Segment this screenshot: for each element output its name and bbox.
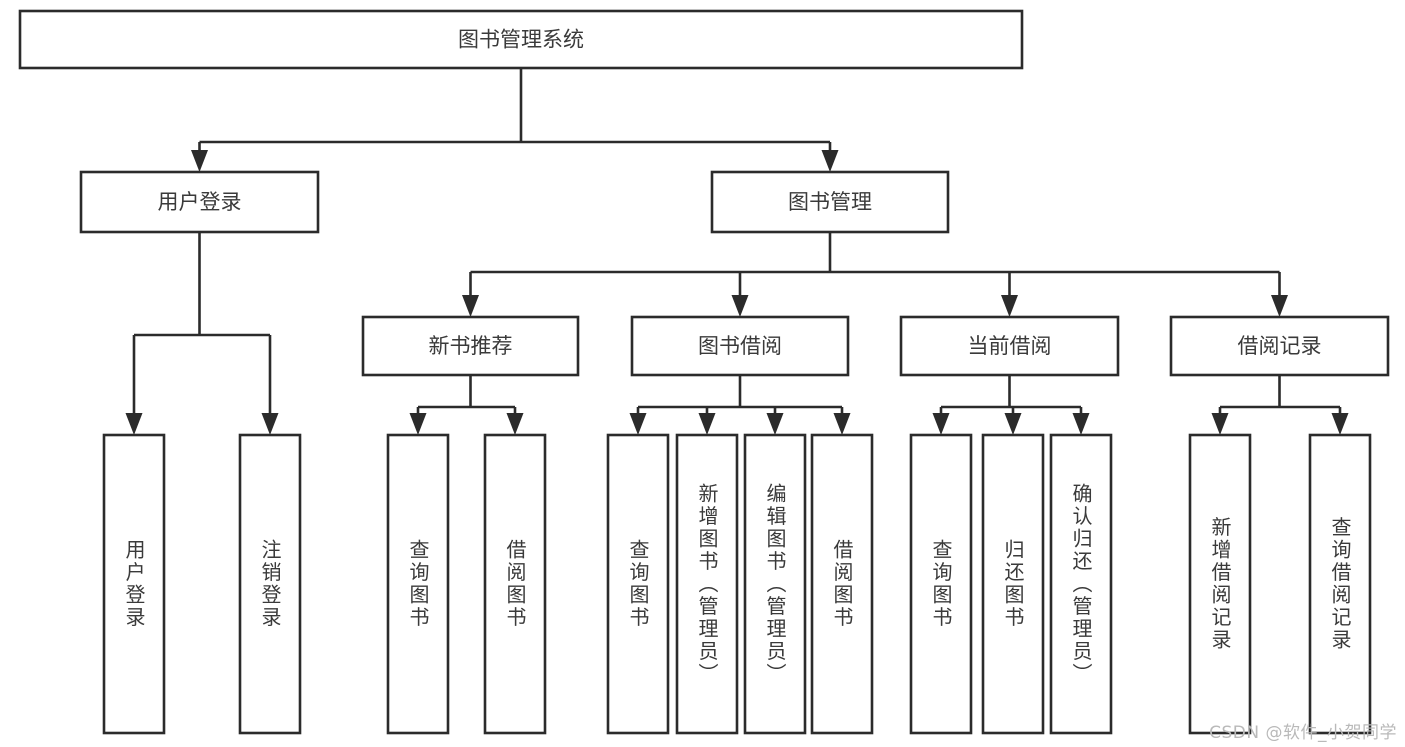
node-label-leaf-logout-login: 注销登录	[258, 539, 282, 629]
borrow-record-to-leaf-query-borrow-record-arrowhead-icon	[1331, 413, 1349, 435]
node-box-leaf-query-book-3[interactable]	[909, 433, 973, 735]
node-label-leaf-user-login: 用户登录	[122, 539, 146, 629]
node-label-book-borrow: 图书借阅	[698, 334, 782, 358]
node-label-leaf-edit-book-admin: 编辑图书（管理员）	[763, 482, 787, 685]
user-login-to-leaf-logout-login-arrowhead-icon	[261, 413, 279, 435]
node-leaf-query-book-1[interactable]: 查询图书	[386, 433, 450, 735]
node-box-book-manage[interactable]	[710, 170, 950, 234]
node-label-leaf-query-book-2: 查询图书	[626, 539, 650, 629]
node-label-leaf-borrow-book-2: 借阅图书	[830, 539, 854, 629]
node-label-user-login: 用户登录	[158, 190, 242, 214]
node-box-leaf-user-login[interactable]	[102, 433, 166, 735]
node-label-leaf-query-borrow-record: 查询借阅记录	[1328, 516, 1352, 651]
current-borrow-to-leaf-confirm-return-admin-arrowhead-icon	[1072, 413, 1090, 435]
borrow-record-to-leaf-add-borrow-record-arrowhead-icon	[1211, 413, 1229, 435]
node-box-book-borrow[interactable]	[630, 315, 850, 377]
node-box-undefined[interactable]	[18, 9, 1024, 70]
book-borrow-to-leaf-edit-book-admin-arrowhead-icon	[766, 413, 784, 435]
current-borrow-to-leaf-return-book-arrowhead-icon	[1004, 413, 1022, 435]
node-label-leaf-borrow-book-1: 借阅图书	[503, 539, 527, 629]
book-manage-to-new-book-recommend-arrowhead-icon	[462, 295, 479, 317]
node-box-leaf-borrow-book-1[interactable]	[483, 433, 547, 735]
node-leaf-borrow-book-1[interactable]: 借阅图书	[483, 433, 547, 735]
node-label-leaf-query-book-1: 查询图书	[406, 539, 430, 629]
book-borrow-to-leaf-add-book-admin-arrowhead-icon	[698, 413, 716, 435]
nodes-layer: 图书管理系统用户登录图书管理新书推荐图书借阅当前借阅借阅记录用户登录注销登录查询…	[18, 9, 1390, 735]
book-manage-to-current-borrow-arrowhead-icon	[1001, 295, 1018, 317]
root-to-user-login-arrowhead-icon	[191, 150, 208, 172]
node-box-leaf-add-borrow-record[interactable]	[1188, 433, 1252, 735]
node-box-new-book-recommend[interactable]	[361, 315, 580, 377]
node-box-leaf-query-book-2[interactable]	[606, 433, 670, 735]
node-leaf-borrow-book-2[interactable]: 借阅图书	[810, 433, 874, 735]
node-label-new-book-recommend: 新书推荐	[429, 334, 513, 358]
node-label-leaf-confirm-return-admin: 确认归还（管理员）	[1069, 482, 1093, 685]
book-borrow-to-leaf-query-book-2-arrowhead-icon	[629, 413, 647, 435]
user-login-to-leaf-user-login-arrowhead-icon	[125, 413, 143, 435]
node-leaf-query-borrow-record[interactable]: 查询借阅记录	[1308, 433, 1372, 735]
current-borrow-to-leaf-query-book-3-arrowhead-icon	[932, 413, 950, 435]
node-borrow-record[interactable]: 借阅记录	[1169, 315, 1390, 377]
node-label-undefined: 图书管理系统	[458, 28, 584, 52]
node-leaf-add-borrow-record[interactable]: 新增借阅记录	[1188, 433, 1252, 735]
node-box-leaf-add-book-admin[interactable]	[675, 433, 739, 735]
book-manage-to-book-borrow-arrowhead-icon	[731, 295, 749, 317]
node-new-book-recommend[interactable]: 新书推荐	[361, 315, 580, 377]
node-box-current-borrow[interactable]	[899, 315, 1120, 377]
new-book-recommend-to-leaf-borrow-book-1-arrowhead-icon	[506, 413, 524, 435]
node-leaf-add-book-admin[interactable]: 新增图书（管理员）	[675, 433, 739, 735]
node-box-borrow-record[interactable]	[1169, 315, 1390, 377]
node-leaf-user-login[interactable]: 用户登录	[102, 433, 166, 735]
book-manage-to-borrow-record-arrowhead-icon	[1271, 295, 1288, 317]
node-label-current-borrow: 当前借阅	[968, 334, 1052, 358]
node-user-login[interactable]: 用户登录	[79, 170, 320, 234]
node-box-user-login[interactable]	[79, 170, 320, 234]
node-box-leaf-confirm-return-admin[interactable]	[1049, 433, 1113, 735]
node-book-manage[interactable]: 图书管理	[710, 170, 950, 234]
node-leaf-logout-login[interactable]: 注销登录	[238, 433, 302, 735]
node-leaf-query-book-3[interactable]: 查询图书	[909, 433, 973, 735]
node-box-leaf-borrow-book-2[interactable]	[810, 433, 874, 735]
node-leaf-edit-book-admin[interactable]: 编辑图书（管理员）	[743, 433, 807, 735]
node-undefined[interactable]: 图书管理系统	[18, 9, 1024, 70]
node-box-leaf-query-borrow-record[interactable]	[1308, 433, 1372, 735]
node-box-leaf-logout-login[interactable]	[238, 433, 302, 735]
root-to-book-manage-arrowhead-icon	[821, 150, 839, 172]
node-label-leaf-query-book-3: 查询图书	[929, 539, 953, 629]
node-label-book-manage: 图书管理	[788, 190, 872, 214]
node-current-borrow[interactable]: 当前借阅	[899, 315, 1120, 377]
node-label-borrow-record: 借阅记录	[1238, 334, 1322, 358]
connectors-layer	[125, 68, 1349, 435]
node-leaf-query-book-2[interactable]: 查询图书	[606, 433, 670, 735]
node-box-leaf-return-book[interactable]	[981, 433, 1045, 735]
node-book-borrow[interactable]: 图书借阅	[630, 315, 850, 377]
new-book-recommend-to-leaf-query-book-1-arrowhead-icon	[409, 413, 427, 435]
node-box-leaf-query-book-1[interactable]	[386, 433, 450, 735]
node-label-leaf-add-borrow-record: 新增借阅记录	[1208, 516, 1232, 651]
node-leaf-confirm-return-admin[interactable]: 确认归还（管理员）	[1049, 433, 1113, 735]
node-box-leaf-edit-book-admin[interactable]	[743, 433, 807, 735]
node-label-leaf-return-book: 归还图书	[1001, 539, 1025, 629]
node-label-leaf-add-book-admin: 新增图书（管理员）	[695, 482, 719, 685]
book-borrow-to-leaf-borrow-book-2-arrowhead-icon	[833, 413, 851, 435]
node-leaf-return-book[interactable]: 归还图书	[981, 433, 1045, 735]
